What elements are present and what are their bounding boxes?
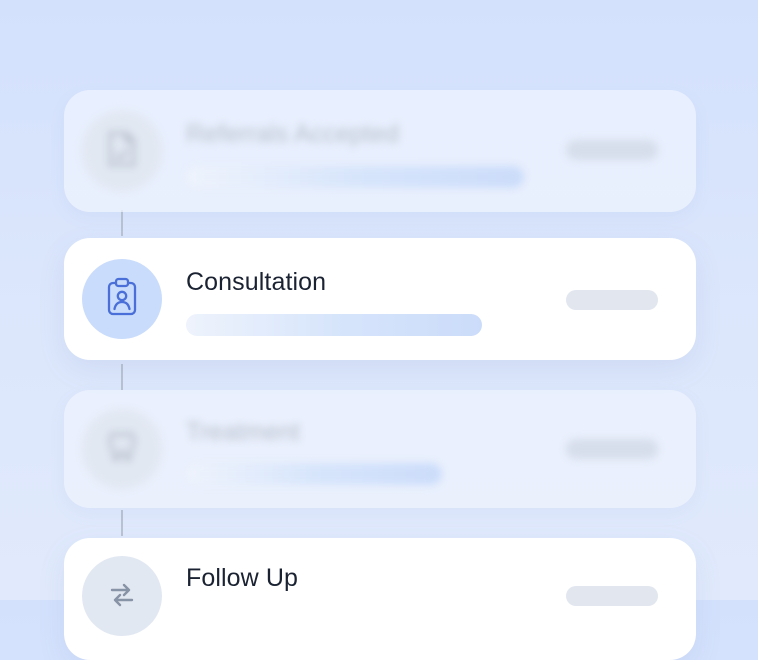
step-status-pill — [566, 439, 658, 459]
document-icon — [107, 130, 137, 173]
clipboard-user-icon — [106, 277, 138, 322]
step-card-follow-up[interactable]: Follow Up — [64, 538, 696, 660]
step-status-pill — [566, 140, 658, 160]
step-title: Treatment — [186, 418, 300, 446]
step-connector — [121, 210, 123, 236]
step-icon-circle — [82, 409, 162, 489]
step-icon-circle — [82, 111, 162, 191]
step-card-treatment: Treatment — [64, 390, 696, 508]
step-card-referrals-accepted: Referrals Accepted — [64, 90, 696, 212]
tooth-icon — [106, 430, 138, 469]
step-title: Referrals Accepted — [186, 120, 400, 148]
step-progress-bar — [186, 166, 524, 188]
step-icon-circle — [82, 556, 162, 636]
step-progress-bar — [186, 463, 442, 485]
step-connector — [121, 364, 123, 390]
step-card-consultation[interactable]: Consultation — [64, 238, 696, 360]
step-title: Consultation — [186, 268, 327, 296]
arrows-icon — [106, 578, 138, 615]
step-connector — [121, 510, 123, 536]
step-status-pill — [566, 290, 658, 310]
step-icon-circle — [82, 259, 162, 339]
step-title: Follow Up — [186, 564, 299, 592]
step-status-pill — [566, 586, 658, 606]
step-progress-bar — [186, 314, 482, 336]
